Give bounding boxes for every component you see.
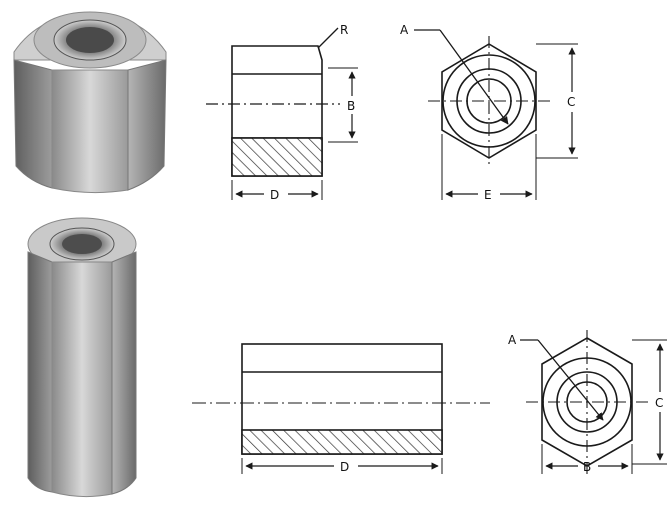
long-hex-coupling-nut-photo: [27, 217, 137, 498]
bottom-end-label-B: B: [583, 460, 591, 474]
top-end-label-A: A: [400, 23, 409, 37]
bottom-end-label-A: A: [508, 333, 517, 347]
bottom-side-view-drawing: [192, 343, 490, 474]
top-side-label-R: R: [340, 23, 348, 37]
bottom-side-label-D: D: [340, 460, 349, 474]
short-hex-coupling-nut-photo: [13, 11, 167, 194]
bottom-end-view-drawing: [520, 330, 667, 474]
top-side-label-D: D: [270, 188, 279, 202]
top-side-label-B: B: [347, 99, 355, 113]
bottom-end-label-C: C: [655, 396, 663, 410]
top-end-label-E: E: [484, 188, 492, 202]
top-end-label-C: C: [567, 95, 575, 109]
top-side-view-drawing: [206, 27, 358, 200]
top-end-view-drawing: [414, 29, 578, 200]
